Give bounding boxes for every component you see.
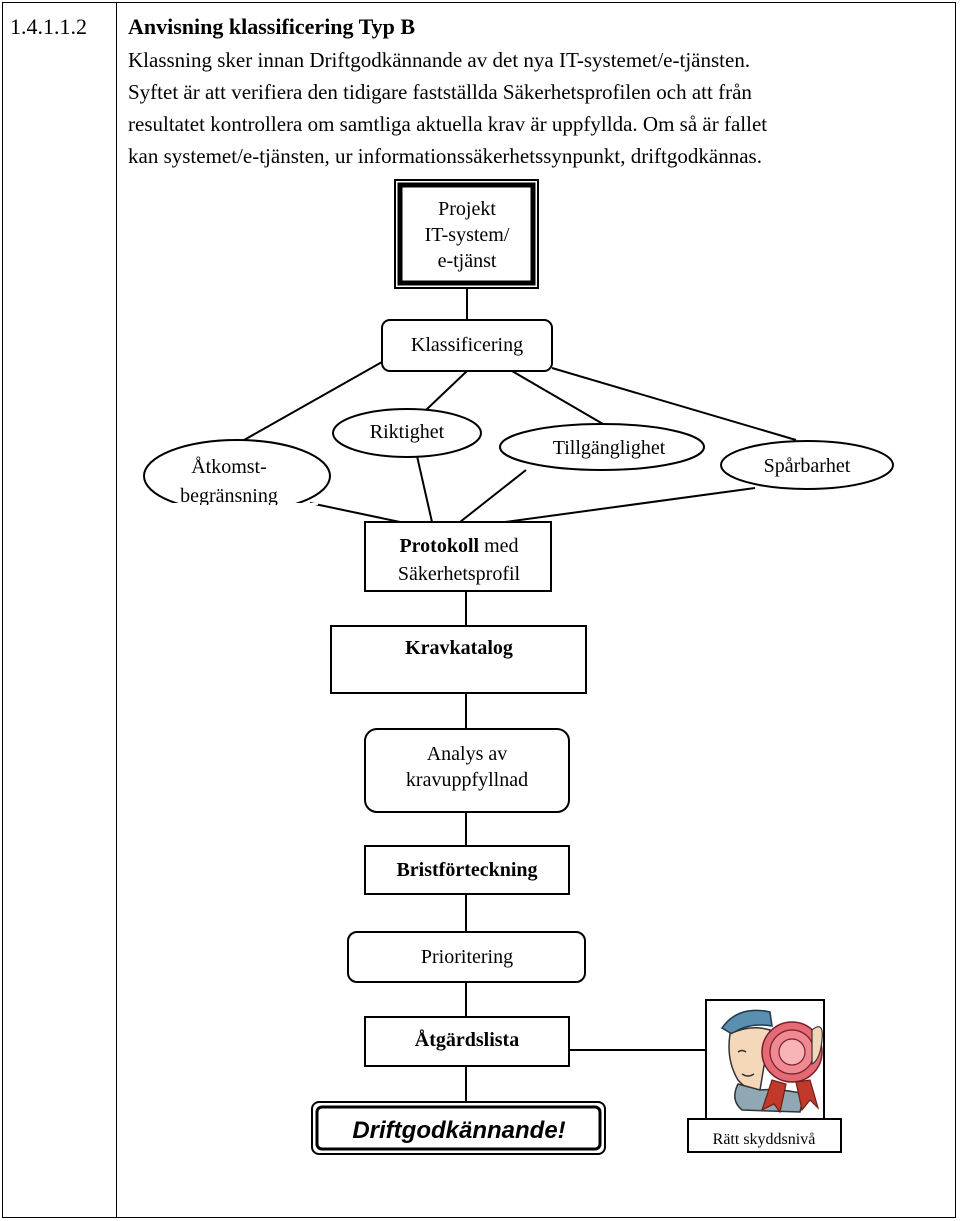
protocol-line: Protokoll med [399, 535, 518, 557]
prioritization-label: Prioritering [421, 946, 513, 968]
approval-box: Driftgodkännande! [311, 1101, 606, 1155]
section-paragraph: Klassning sker innan Driftgodkännande av… [128, 44, 948, 172]
paragraph-line: resultatet kontrollera om samtliga aktue… [128, 112, 768, 136]
badge-picture [705, 999, 825, 1121]
deficiency-list-label: Bristförteckning [396, 859, 537, 881]
approval-label: Driftgodkännande! [352, 1117, 565, 1144]
availability-node: Tillgänglighet [499, 423, 705, 471]
connector-lines [236, 288, 797, 1102]
correctness-label: Riktighet [370, 421, 445, 443]
availability-label: Tillgänglighet [553, 437, 666, 459]
action-list-label: Åtgärdslista [415, 1028, 519, 1051]
protocol-box: Protokoll med Säkerhetsprofil [364, 521, 552, 592]
analysis-line: kravuppfyllnad [406, 769, 528, 791]
column-divider [116, 2, 117, 1218]
paragraph-line: kan systemet/e-tjänsten, ur informations… [128, 144, 762, 168]
protocol-bold-word: Protokoll [399, 535, 479, 557]
section-number: 1.4.1.1.2 [10, 14, 87, 39]
project-line: e-tjänst [438, 250, 497, 272]
action-list-box: Åtgärdslista [364, 1016, 570, 1067]
traceability-label: Spårbarhet [764, 455, 851, 477]
prioritization-box: Prioritering [347, 931, 586, 983]
section-title: Anvisning klassificering Typ B [128, 14, 416, 39]
access-label-line: begränsning [180, 485, 278, 507]
deficiency-list-box: Bristförteckning [364, 845, 570, 895]
traceability-node: Spårbarhet [720, 440, 894, 490]
project-line: Projekt [438, 198, 496, 220]
project-box: Projekt IT-system/ e-tjänst [394, 179, 539, 289]
classification-box: Klassificering [381, 319, 553, 372]
paragraph-line: Syftet är att verifiera den tidigare fas… [128, 80, 752, 104]
correctness-node: Riktighet [332, 408, 482, 458]
badge-caption: Rätt skyddsnivå [713, 1131, 816, 1148]
requirements-catalog-label: Kravkatalog [405, 637, 513, 659]
person-with-rosette-icon [720, 1009, 823, 1114]
protocol-rest: med [479, 535, 518, 557]
classification-label: Klassificering [411, 334, 523, 356]
badge-caption-box: Rätt skyddsnivå [687, 1118, 842, 1153]
project-line: IT-system/ [425, 224, 510, 246]
analysis-line: Analys av [427, 743, 508, 765]
access-label-line: Åtkomst- [191, 456, 267, 478]
protocol-line-2: Säkerhetsprofil [398, 563, 521, 585]
analysis-box: Analys av kravuppfyllnad [364, 728, 570, 813]
paragraph-line: Klassning sker innan Driftgodkännande av… [128, 48, 751, 72]
requirements-catalog-box: Kravkatalog [330, 625, 587, 694]
access-restriction-node: Åtkomst- begränsning [143, 439, 331, 507]
